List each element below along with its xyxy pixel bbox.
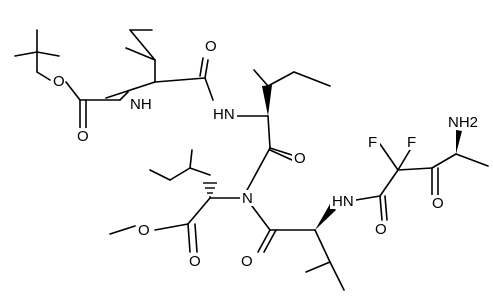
hashed-bond [203, 182, 217, 198]
atom-nh-isoleucine-1: HN [213, 106, 235, 123]
atom-o-boc-ether: O [53, 73, 65, 90]
atom-o-valine-1: O [205, 38, 217, 55]
difluoro-keto-segment [355, 130, 489, 221]
valine-residue-1 [105, 29, 214, 101]
atom-o-boc-carbonyl: O [77, 128, 89, 145]
atom-o-ketone: O [432, 195, 444, 212]
atom-fluorine-2: F [407, 134, 416, 151]
atom-nh-valine-2: HN [332, 193, 354, 210]
valine-residue-2 [245, 197, 345, 291]
atom-nh-boc: NH [130, 96, 152, 113]
atom-fluorine-1: F [368, 134, 377, 151]
atom-o-ester-single: O [138, 222, 150, 239]
boc-group [14, 29, 129, 131]
atom-labels: O O NH O HN O N O O O HN O F F O NH2 [51, 38, 480, 270]
atom-o-isoleucine-1: O [294, 150, 306, 167]
isoleucine-residue-2 [109, 149, 247, 253]
atom-o-ester-carbonyl: O [189, 253, 201, 270]
atom-n-center: N [242, 190, 253, 207]
atom-o-amide-last: O [375, 221, 387, 238]
atom-nh2-terminal: NH2 [448, 114, 478, 131]
atom-o-valine-2: O [241, 253, 253, 270]
isoleucine-residue-1 [236, 69, 331, 193]
